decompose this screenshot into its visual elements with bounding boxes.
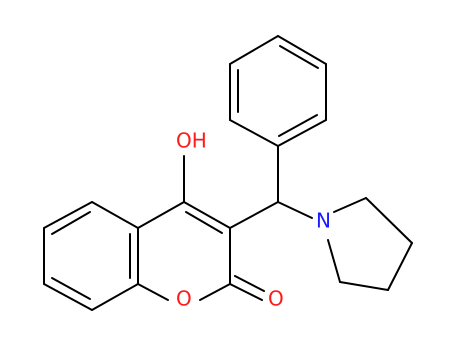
bond: [277, 119, 327, 147]
bond: [199, 283, 231, 301]
pyranone-ring: [137, 201, 231, 301]
double-bond: [51, 277, 91, 300]
phenyl-ring: [229, 35, 327, 147]
bond: [91, 201, 139, 229]
bond: [229, 201, 279, 229]
double-bond: [51, 211, 91, 235]
bond: [229, 35, 279, 65]
bond: [91, 283, 139, 311]
benzo-ring: [43, 201, 139, 311]
bond: [333, 197, 367, 213]
bond: [387, 242, 413, 291]
bond: [327, 239, 341, 283]
double-bond: [279, 45, 319, 69]
bond: [43, 283, 93, 311]
double-bond: [185, 211, 223, 234]
bond: [43, 201, 93, 229]
bond: [365, 197, 413, 244]
hydroxyl-label: OH: [176, 129, 207, 153]
carbonyl-oxygen-label: O: [268, 287, 284, 311]
carbonyl-bond: [229, 283, 263, 301]
ring-oxygen-label: O: [176, 287, 192, 311]
carbonyl-double-bond: [234, 275, 265, 292]
bond: [277, 35, 327, 65]
bond: [183, 201, 231, 229]
pyrrolidine-ring: [327, 197, 413, 291]
bond: [277, 201, 313, 219]
nitrogen-label: N: [316, 209, 331, 233]
bond: [137, 201, 185, 229]
bond: [229, 119, 279, 147]
bond: [339, 281, 389, 291]
bond: [137, 283, 169, 301]
double-bond: [278, 114, 318, 137]
